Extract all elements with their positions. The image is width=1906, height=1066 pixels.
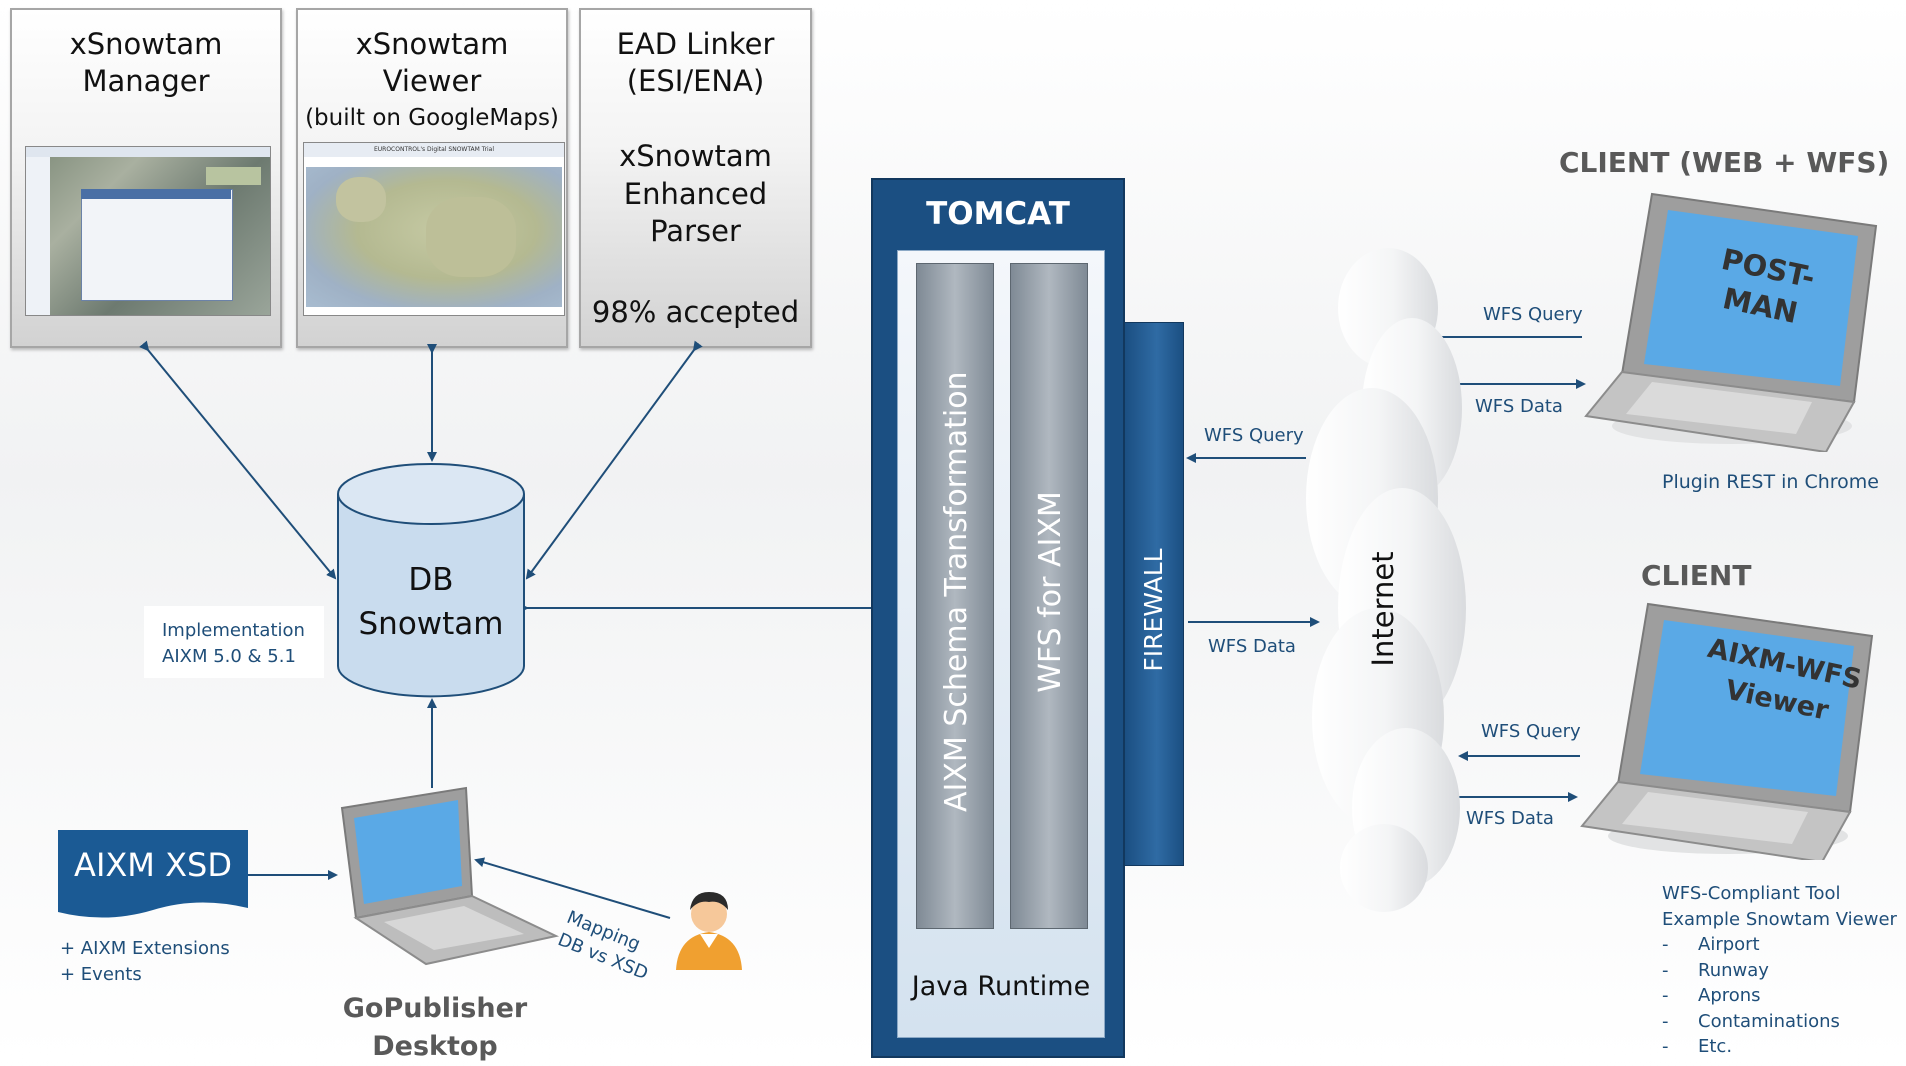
item-label: Contaminations bbox=[1698, 1010, 1840, 1032]
java-runtime-panel: AIXM Schema Transformation WFS for AIXM … bbox=[897, 250, 1105, 1038]
client-item-etc: - Etc. bbox=[1662, 1034, 1897, 1060]
item-label: Etc. bbox=[1698, 1036, 1733, 1057]
client-item-aprons: - Aprons bbox=[1662, 983, 1897, 1009]
client-wfs-data-label: WFS Data bbox=[1466, 808, 1554, 829]
firewall-label: FIREWALL bbox=[1139, 548, 1168, 672]
manager-title-2: Manager bbox=[82, 64, 210, 98]
item-label: Aprons bbox=[1698, 985, 1761, 1006]
client-item-airport: - Airport bbox=[1662, 932, 1897, 958]
ead-linker-box: EAD Linker (ESI/ENA) xSnowtam Enhanced P… bbox=[579, 8, 812, 348]
xsd-extensions: + AIXM Extensions bbox=[60, 938, 230, 959]
firewall-bar bbox=[1124, 322, 1184, 866]
aixm-xsd-label: AIXM XSD bbox=[74, 846, 232, 884]
client-web-caption: Plugin REST in Chrome bbox=[1662, 471, 1879, 493]
wfs-aixm-label: WFS for AIXM bbox=[1033, 491, 1068, 693]
client-item-runway: - Runway bbox=[1662, 958, 1897, 984]
gopublisher-title-2: Desktop bbox=[372, 1031, 498, 1062]
europe-map bbox=[306, 167, 562, 307]
implementation-line-1: Implementation bbox=[162, 620, 305, 641]
manager-screenshot bbox=[25, 146, 271, 316]
client-laptop-icon bbox=[1580, 602, 1874, 860]
ead-db-arrow bbox=[525, 340, 703, 580]
person-icon bbox=[676, 892, 742, 970]
db-label-2: Snowtam bbox=[358, 606, 504, 642]
manager-title-1: xSnowtam bbox=[69, 27, 223, 61]
bullet: - bbox=[1662, 1010, 1669, 1032]
viewer-subtitle: (built on GoogleMaps) bbox=[305, 105, 559, 131]
bullet: - bbox=[1662, 985, 1669, 1006]
java-runtime-label: Java Runtime bbox=[911, 971, 1091, 1002]
xsd-events: + Events bbox=[60, 964, 142, 985]
db-cylinder bbox=[337, 463, 525, 698]
gopublisher-laptop-icon bbox=[340, 786, 560, 966]
gopublisher-title: GoPublisher Desktop bbox=[320, 990, 550, 1066]
ead-title-1: EAD Linker bbox=[616, 27, 775, 61]
client-caption-1: WFS-Compliant Tool bbox=[1662, 883, 1841, 904]
client-web-wfs-query-label: WFS Query bbox=[1483, 304, 1583, 325]
client-wfs-query-label: WFS Query bbox=[1481, 721, 1581, 742]
schema-transformation-label: AIXM Schema Transformation bbox=[939, 371, 974, 812]
bullet: - bbox=[1662, 959, 1669, 981]
tomcat-title: TOMCAT bbox=[926, 196, 1070, 232]
bullet: - bbox=[1662, 1036, 1669, 1057]
viewer-title-2: Viewer bbox=[382, 64, 482, 98]
bullet: - bbox=[1662, 934, 1669, 955]
map-window-title: EUROCONTROL's Digital SNOWTAM Trial bbox=[304, 143, 564, 157]
xsnowtam-manager-box: xSnowtam Manager bbox=[10, 8, 282, 348]
client-item-contaminations: - Contaminations bbox=[1662, 1009, 1897, 1035]
ead-title-2: (ESI/ENA) bbox=[626, 64, 765, 98]
item-label: Runway bbox=[1698, 959, 1769, 981]
ead-title-3: xSnowtam bbox=[619, 139, 772, 173]
ead-title-4: Enhanced Parser bbox=[623, 177, 768, 248]
viewer-title-1: xSnowtam bbox=[355, 27, 509, 61]
client-caption: WFS-Compliant Tool Example Snowtam Viewe… bbox=[1662, 881, 1897, 1060]
client-web-title: CLIENT (WEB + WFS) bbox=[1559, 146, 1890, 179]
client-title: CLIENT bbox=[1641, 559, 1752, 592]
firewall-wfs-data-label: WFS Data bbox=[1208, 636, 1296, 657]
client-web-laptop-icon bbox=[1584, 192, 1878, 452]
person-gopublisher-arrow bbox=[474, 857, 671, 919]
manager-db-arrow bbox=[139, 340, 337, 580]
schema-transformation-column bbox=[916, 263, 994, 929]
ead-accepted: 98% accepted bbox=[591, 295, 800, 329]
implementation-note: Implementation AIXM 5.0 & 5.1 bbox=[144, 606, 324, 678]
wfs-aixm-column bbox=[1010, 263, 1088, 929]
internet-cloud bbox=[1306, 248, 1466, 912]
xsnowtam-viewer-box: xSnowtam Viewer (built on GoogleMaps) EU… bbox=[296, 8, 568, 348]
client-caption-2: Example Snowtam Viewer bbox=[1662, 908, 1897, 930]
db-label-1: DB bbox=[408, 562, 454, 598]
viewer-map-screenshot: EUROCONTROL's Digital SNOWTAM Trial bbox=[303, 142, 565, 316]
client-web-wfs-data-label: WFS Data bbox=[1475, 396, 1563, 417]
item-label: Airport bbox=[1698, 934, 1760, 955]
implementation-line-2: AIXM 5.0 & 5.1 bbox=[162, 646, 296, 667]
gopublisher-title-1: GoPublisher bbox=[342, 993, 528, 1024]
firewall-wfs-query-label: WFS Query bbox=[1204, 425, 1304, 446]
internet-label: Internet bbox=[1366, 551, 1400, 667]
tomcat-container: TOMCAT AIXM Schema Transformation WFS fo… bbox=[871, 178, 1125, 1058]
aixm-xsd-shape bbox=[58, 830, 248, 918]
db-label: DB Snowtam bbox=[336, 558, 526, 646]
